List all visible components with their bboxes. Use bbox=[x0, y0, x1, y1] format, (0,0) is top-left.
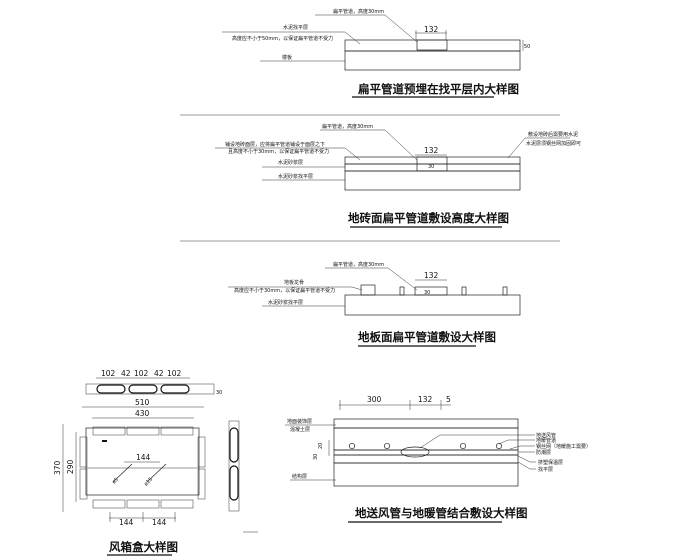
floor-slab bbox=[344, 50, 521, 71]
flat-duct bbox=[416, 39, 448, 51]
dim-height: 30 bbox=[428, 164, 434, 170]
concrete-layer bbox=[333, 427, 519, 451]
dim-370: 370 bbox=[53, 460, 62, 475]
floor-joist bbox=[360, 284, 376, 296]
dim-20: 20 bbox=[318, 443, 324, 449]
dim-width: 132 bbox=[424, 146, 439, 155]
label-duct: 扁平管道，高度30mm bbox=[333, 8, 384, 15]
detail-5-title: 风箱盒大样图 bbox=[109, 540, 178, 554]
detail-3-title: 地板面扁平管道敷设大样图 bbox=[358, 330, 496, 344]
label-air-duct: 地送风管 bbox=[536, 432, 556, 439]
dim-5: 5 bbox=[446, 395, 451, 404]
floor-finish-layer bbox=[333, 418, 519, 429]
dim-42: 42 bbox=[154, 369, 164, 378]
label-wire-mesh: 钢丝网（地暖施工需要） bbox=[536, 443, 591, 450]
dim-510: 510 bbox=[135, 398, 150, 407]
dim-144: 144 bbox=[136, 453, 151, 462]
dim-width: 132 bbox=[424, 25, 439, 34]
label-tile-note-2: 且高度不小于30mm，以保证扁平管道不受力 bbox=[228, 148, 329, 155]
heating-pipe bbox=[383, 442, 391, 450]
leveling-layer bbox=[333, 454, 519, 464]
insulation-layer bbox=[333, 449, 519, 456]
label-mortar: 水泥砂浆层 bbox=[278, 159, 303, 166]
floor-slab bbox=[344, 170, 521, 191]
label-concrete: 混凝土层 bbox=[290, 426, 310, 433]
detail-1-title: 扁平管道预埋在找平层内大样图 bbox=[358, 82, 519, 96]
label-duct: 扁平管道，高度30mm bbox=[333, 261, 384, 268]
dim-30: 30 bbox=[216, 390, 222, 396]
air-duct bbox=[400, 446, 430, 458]
label-leveling: 水泥砂浆找平层 bbox=[278, 173, 313, 180]
detail-1-screed-embedded: 132 50 扁平管道，高度30mm 水泥找平层 高度应不小于50mm，以保证扁… bbox=[222, 8, 530, 98]
label-tile-note: 铺设地砖面层，应将扁平管道铺设于面层之下 bbox=[225, 141, 325, 148]
label-moisture-barrier: 防潮层 bbox=[536, 449, 551, 456]
detail-4-air-duct-with-floor-heating: 300 132 5 20 30 地面装饰层 混凝土层 结构层 地送风管 地暖管道… bbox=[285, 395, 591, 523]
dim-290: 290 bbox=[66, 459, 75, 474]
dim-102: 102 bbox=[101, 369, 116, 378]
label-joist: 地板龙骨 bbox=[284, 279, 304, 286]
structural-layer bbox=[333, 462, 519, 487]
box-top-view-strip bbox=[85, 383, 215, 395]
label-right-note-2: 水泥层须钢丝网加固即可 bbox=[526, 140, 581, 147]
detail-2-title: 地砖面扁平管道敷设高度大样图 bbox=[348, 211, 509, 225]
label-screed-note: 高度应不小于50mm，以保证扁平管道不受力 bbox=[232, 35, 333, 42]
label-right-note: 敷设地砖后需要用水泥 bbox=[528, 131, 578, 138]
flat-duct bbox=[416, 156, 448, 172]
dim-132: 132 bbox=[418, 395, 433, 404]
dim-102: 102 bbox=[167, 369, 182, 378]
dim-diameter-15: ø15 bbox=[143, 477, 154, 488]
detail-2-tile-floor: 132 30 扁平管道，高度30mm 铺设地砖面层，应将扁平管道铺设于面层之下 … bbox=[215, 123, 581, 228]
label-leveling: 水泥砂浆找平层 bbox=[268, 299, 303, 306]
box-plan bbox=[85, 427, 200, 496]
dim-width: 132 bbox=[424, 271, 439, 280]
dim-144: 144 bbox=[152, 518, 167, 527]
dim-diameter-5: ø5 bbox=[111, 477, 120, 486]
detail-3-wood-floor: 132 30 扁平管道，高度30mm 地板龙骨 高度应不小于30mm，以保证扁平… bbox=[228, 261, 521, 347]
screed-layer bbox=[344, 39, 521, 52]
box-side-view bbox=[228, 420, 240, 512]
leveling-slab bbox=[344, 294, 521, 316]
dim-height: 30 bbox=[424, 290, 430, 296]
label-leveling: 找平层 bbox=[538, 466, 553, 473]
label-structure: 结构层 bbox=[292, 473, 307, 480]
mortar-layer bbox=[344, 156, 521, 165]
label-insulation: 挤塑保温层 bbox=[538, 459, 563, 466]
dim-102: 102 bbox=[134, 369, 149, 378]
detail-5-air-box: 102 42 102 42 102 30 510 430 370 290 144… bbox=[53, 369, 258, 556]
dim-height: 50 bbox=[524, 44, 530, 50]
label-joist-note: 高度应不小于30mm，以保证扁平管道不受力 bbox=[234, 287, 335, 294]
dim-430: 430 bbox=[135, 409, 150, 418]
heating-pipe bbox=[348, 442, 356, 450]
heating-pipe bbox=[495, 442, 503, 450]
label-duct: 扁平管道，高度30mm bbox=[322, 123, 373, 130]
dim-30: 30 bbox=[313, 454, 319, 460]
heating-pipe bbox=[459, 442, 467, 450]
dim-300: 300 bbox=[367, 395, 382, 404]
detail-4-title: 地送风管与地暖管结合敷设大样图 bbox=[355, 506, 528, 520]
label-slab: 楼板 bbox=[282, 54, 292, 61]
label-finish: 地面装饰层 bbox=[287, 418, 312, 425]
label-screed: 水泥找平层 bbox=[283, 24, 308, 31]
dim-42: 42 bbox=[121, 369, 131, 378]
dim-144: 144 bbox=[119, 518, 134, 527]
flat-duct bbox=[414, 286, 448, 296]
label-heating-pipe: 地暖管道 bbox=[536, 437, 556, 444]
